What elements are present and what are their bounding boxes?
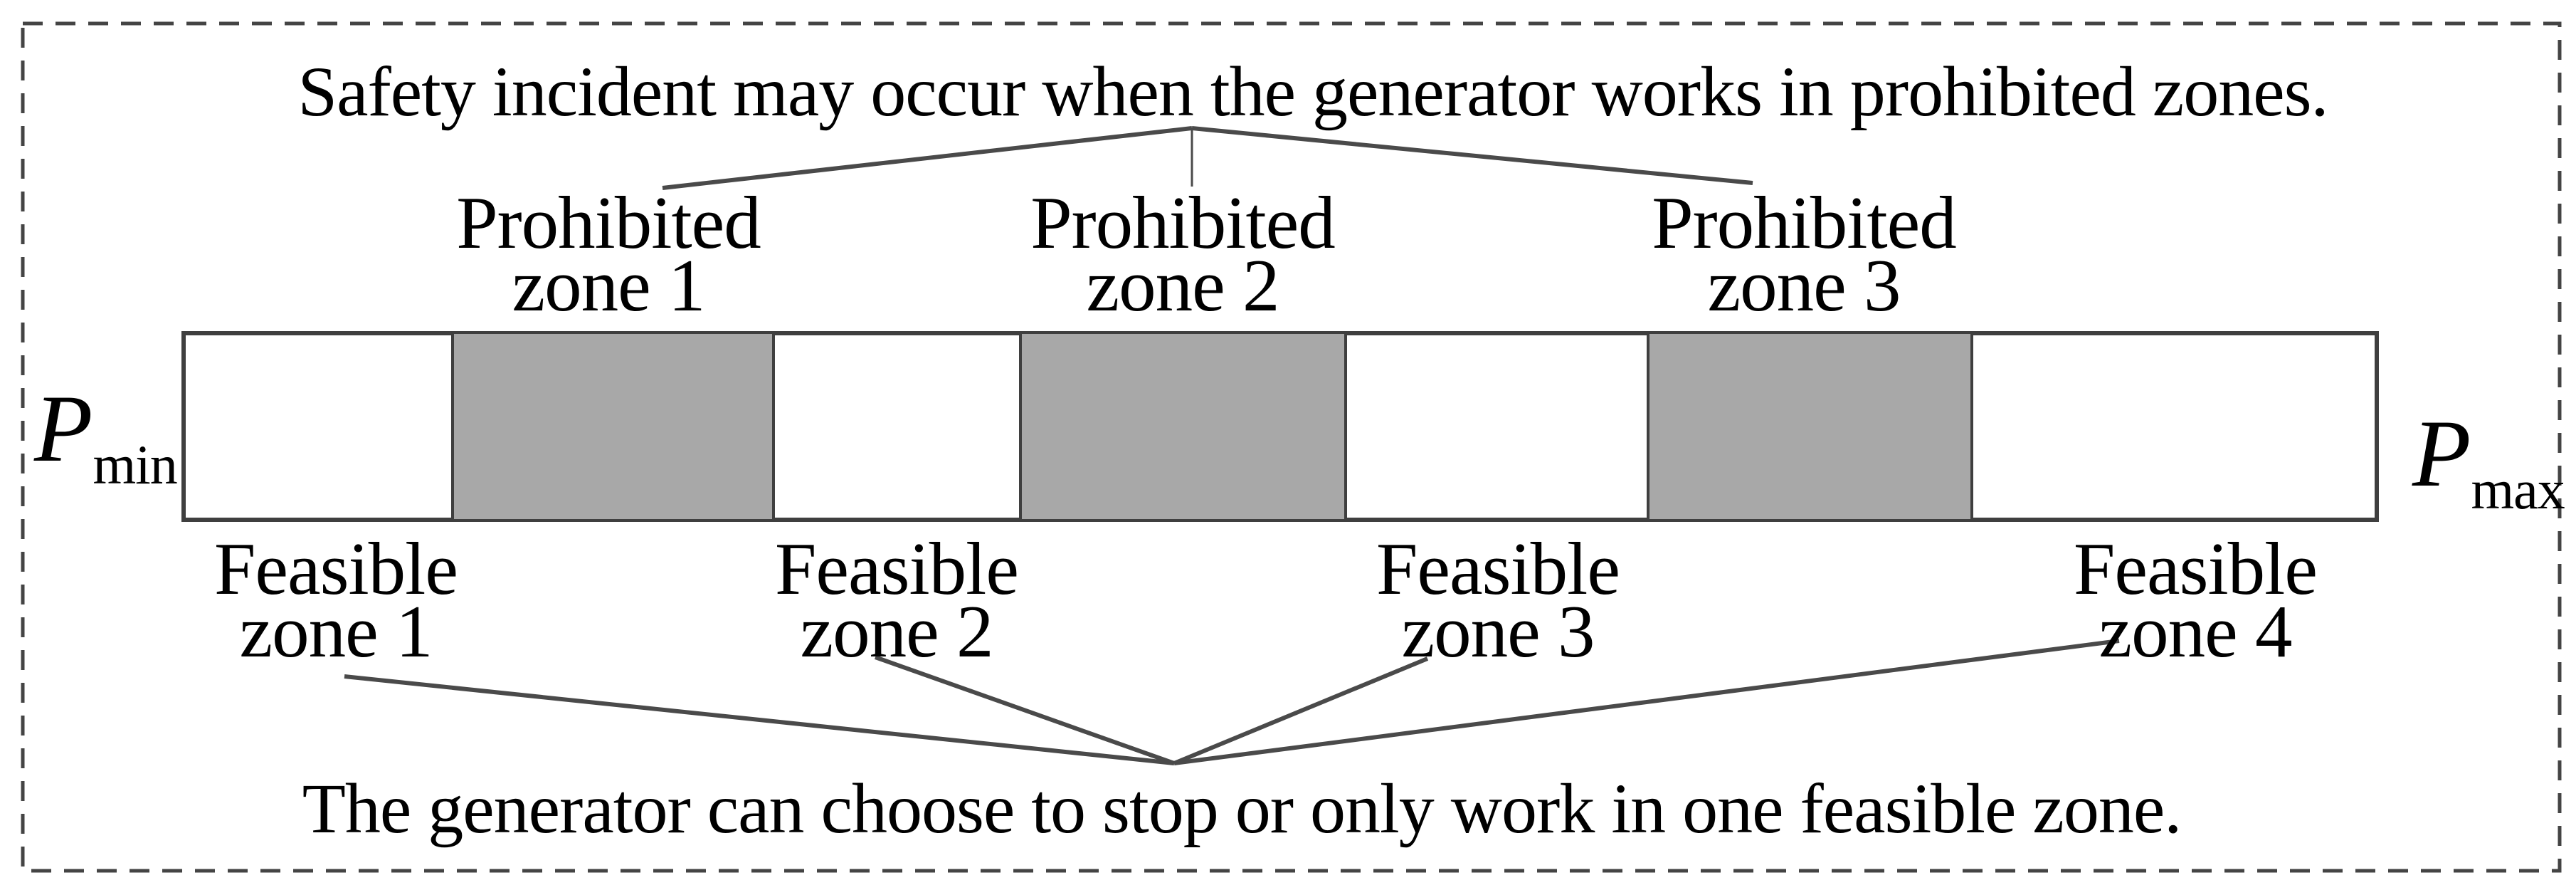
top-caption: Safety incident may occur when the gener… — [297, 52, 2328, 131]
feasible-zone-1-label: Feasible zone 1 — [87, 527, 585, 674]
feasible-zone-4-label: Feasible zone 4 — [1946, 527, 2444, 674]
prohibited-zone-3-label: Prohibited zone 3 — [1555, 181, 2053, 328]
p-max-symbol: P — [2412, 401, 2471, 507]
prohibited-zone-2-label-line2: zone 2 — [1086, 244, 1280, 328]
feasible-zone-1-label-line2: zone 1 — [239, 590, 433, 674]
feasible-zone-4-label-line2: zone 4 — [2099, 590, 2293, 674]
feasible-zone-3-label: Feasible zone 3 — [1249, 527, 1747, 674]
feasible-zone-2-label: Feasible zone 2 — [648, 527, 1146, 674]
prohibited-zone-1-region — [451, 331, 775, 522]
leader-line-prohibited-3 — [1191, 126, 1753, 185]
prohibited-zone-3-label-line2: zone 3 — [1707, 244, 1901, 328]
p-max-subscript: max — [2471, 459, 2565, 520]
bottom-caption: The generator can choose to stop or only… — [302, 769, 2182, 848]
leader-line-prohibited-1 — [662, 126, 1193, 190]
prohibited-zone-3-label-line1: Prohibited — [1652, 181, 1956, 264]
p-min-symbol: P — [34, 376, 93, 482]
prohibited-zone-2-label: Prohibited zone 2 — [934, 181, 1432, 328]
feasible-zone-1-label-line1: Feasible — [214, 527, 458, 610]
p-min-subscript: min — [93, 434, 177, 496]
leader-line-feasible-3 — [1173, 656, 1429, 765]
leader-line-feasible-1 — [344, 674, 1175, 765]
feasible-zone-3-label-line1: Feasible — [1376, 527, 1620, 610]
prohibited-zone-3-region — [1647, 331, 1973, 522]
prohibited-zone-2-region — [1019, 331, 1347, 522]
p-max-label: Pmax — [2412, 406, 2565, 518]
prohibited-zone-1-label-line1: Prohibited — [456, 181, 761, 264]
prohibited-zone-1-label: Prohibited zone 1 — [359, 181, 857, 328]
feasible-zone-3-label-line2: zone 3 — [1401, 590, 1595, 674]
leader-line-feasible-2 — [874, 655, 1176, 765]
prohibited-zone-2-label-line1: Prohibited — [1030, 181, 1335, 264]
feasible-zone-2-label-line2: zone 2 — [800, 590, 994, 674]
feasible-zone-2-label-line1: Feasible — [775, 527, 1019, 610]
prohibited-zone-1-label-line2: zone 1 — [512, 244, 706, 328]
feasible-zone-4-label-line1: Feasible — [2074, 527, 2318, 610]
p-min-label: Pmin — [34, 381, 178, 496]
